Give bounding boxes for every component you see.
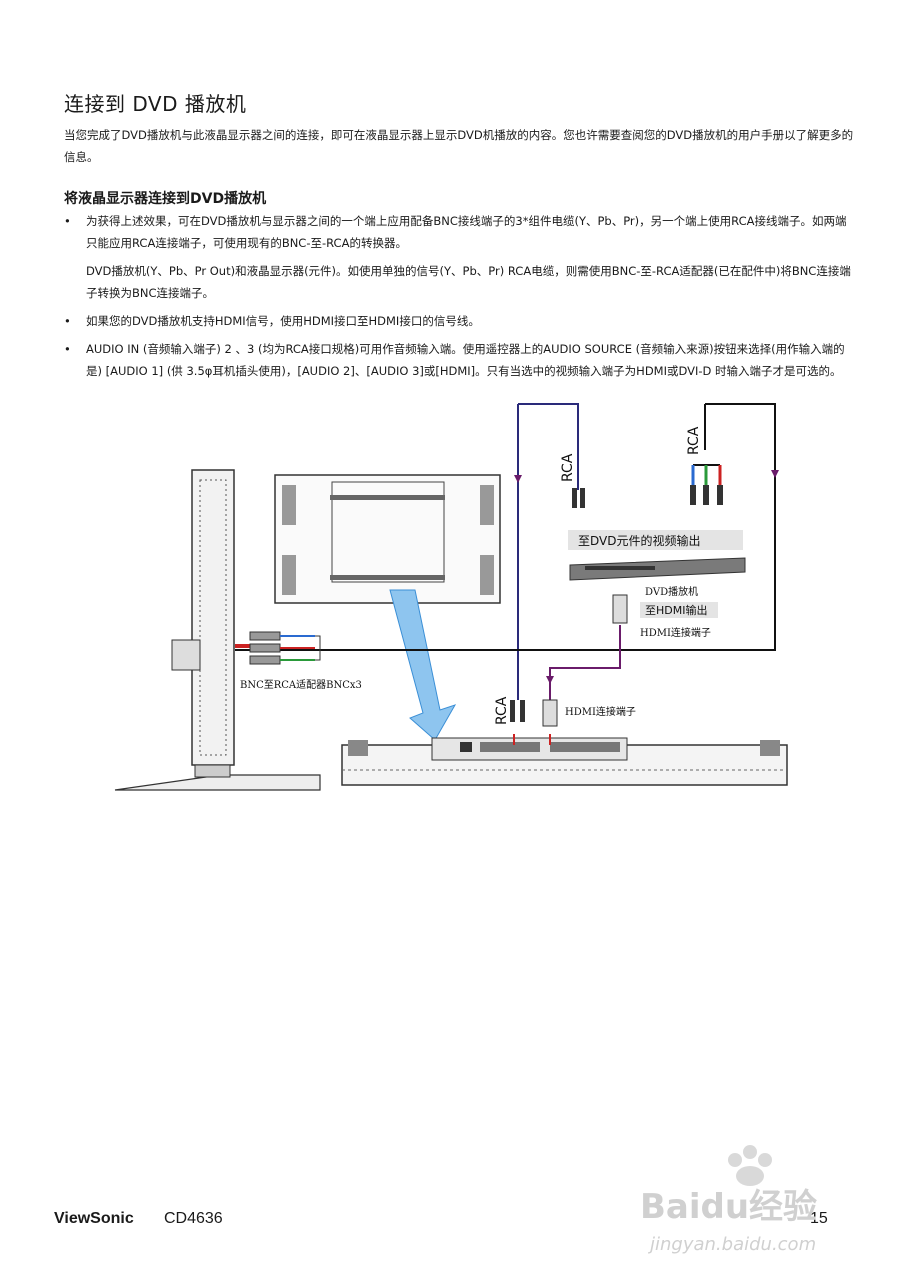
label-rca-bottom: RCA (494, 696, 510, 725)
page-number: 15 (810, 1210, 828, 1227)
bnc-adapter-icon (249, 631, 321, 665)
hdmi-bottom-plug-icon (542, 699, 558, 727)
dvd-video-out-label-box (568, 530, 743, 550)
page-title: 连接到 DVD 播放机 (64, 92, 247, 116)
monitor-bottom-view (341, 737, 788, 786)
rca-plug-icon (572, 488, 585, 508)
dvd-player-icon (569, 557, 746, 581)
label-rca-top-left: RCA (560, 453, 576, 482)
monitor-side-view (114, 469, 321, 791)
label-to-hdmi-out: 至HDMI输出 (645, 603, 707, 617)
bullet-item: • AUDIO IN (音频输入端子) 2 、3 (均为RCA接口规格)可用作音… (64, 338, 854, 382)
watermark-logo-text: Baidu经验 (640, 1187, 817, 1227)
bullet-text: 如果您的DVD播放机支持HDMI信号，使用HDMI接口至HDMI接口的信号线。 (86, 314, 480, 328)
bullet-mark: • (64, 314, 71, 328)
watermark-url: jingyan.baidu.com (647, 1234, 816, 1255)
bullet-subparagraph: DVD播放机(Y、Pb、Pr Out)和液晶显示器(元件)。如使用单独的信号(Y… (64, 260, 854, 304)
label-rca-top-right: RCA (686, 426, 702, 455)
monitor-rear-view (274, 474, 501, 604)
intro-paragraph: 当您完成了DVD播放机与此液晶显示器之间的连接，即可在液晶显示器上显示DVD机播… (64, 128, 854, 164)
section-title: 将液晶显示器连接到DVD播放机 (64, 191, 267, 207)
bullet-mark: • (64, 342, 71, 356)
bullet-sub-text: DVD播放机(Y、Pb、Pr Out)和液晶显示器(元件)。如使用单独的信号(Y… (86, 264, 851, 300)
bullet-text: AUDIO IN (音频输入端子) 2 、3 (均为RCA接口规格)可用作音频输… (86, 342, 845, 378)
label-hdmi-connector-1: HDMI连接端子 (640, 626, 711, 639)
bullet-text: 为获得上述效果，可在DVD播放机与显示器之间的一个端上应用配备BNC接线端子的3… (86, 214, 847, 250)
hdmi-out-label-box (640, 602, 718, 618)
rca-component-plugs-icon (690, 464, 723, 505)
label-hdmi-connector-2: HDMI连接端子 (565, 705, 636, 718)
baidu-watermark-logo: Baidu经验 jingyan.baidu.com (640, 1145, 817, 1255)
footer-model: CD4636 (164, 1210, 223, 1227)
label-bnc-adapter: BNC至RCA适配器BNCx3 (240, 679, 362, 691)
hdmi-plug-icon (612, 594, 628, 624)
connection-diagram: RCA RCA 至DVD元件的视频输出 DVD播放机 至HDMI输出 HDMI连… (114, 403, 788, 791)
bullet-list: • 为获得上述效果，可在DVD播放机与显示器之间的一个端上应用配备BNC接线端子… (64, 210, 854, 388)
footer-brand: ViewSonic (54, 1210, 134, 1227)
direction-arrow-icon (389, 589, 457, 741)
label-dvd-video-out: 至DVD元件的视频输出 (578, 533, 700, 548)
label-dvd-player: DVD播放机 (645, 585, 698, 598)
bullet-item: • 如果您的DVD播放机支持HDMI信号，使用HDMI接口至HDMI接口的信号线… (64, 310, 854, 332)
bullet-mark: • (64, 214, 71, 228)
rca-bottom-plugs-icon (510, 700, 525, 722)
bullet-item: • 为获得上述效果，可在DVD播放机与显示器之间的一个端上应用配备BNC接线端子… (64, 210, 854, 254)
